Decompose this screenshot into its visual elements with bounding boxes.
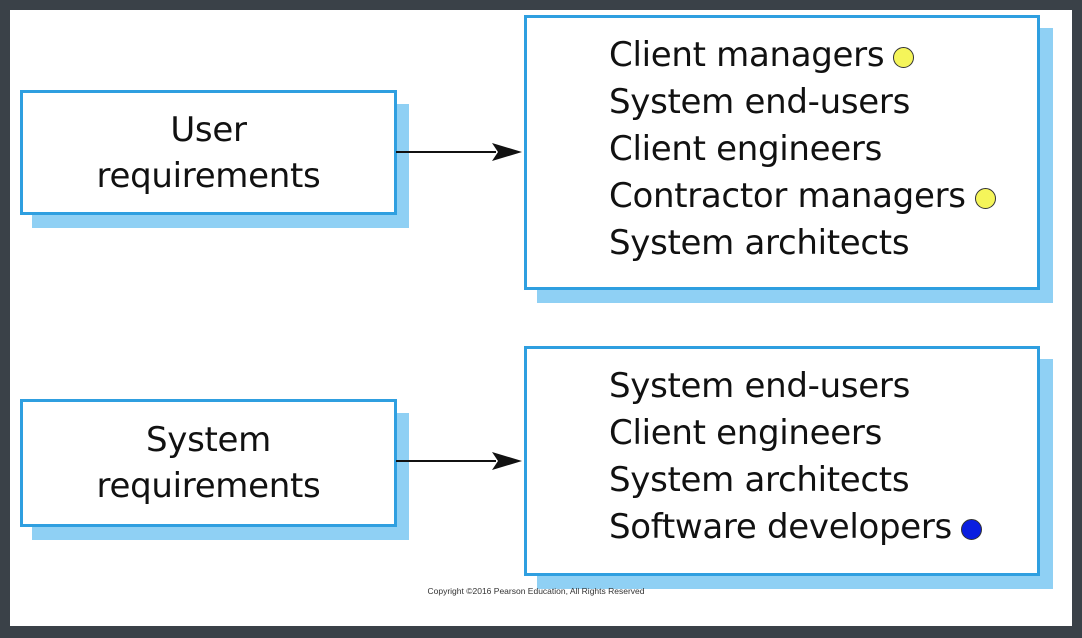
reader-name: System architects (609, 223, 910, 263)
reader-item: Client engineers (609, 410, 982, 457)
system-readers-list: System end-users Client engineers System… (609, 363, 982, 551)
user-requirements-node: User requirements (20, 90, 410, 230)
reader-name: System end-users (609, 366, 910, 406)
blue-dot-icon (960, 519, 982, 540)
user-readers-node: Client managers System end-users Client … (524, 15, 1054, 305)
reader-item: System end-users (609, 363, 982, 410)
system-requirements-label: System requirements (23, 402, 394, 524)
user-requirements-box: User requirements (20, 90, 397, 215)
system-requirements-node: System requirements (20, 399, 410, 544)
yellow-dot-icon (893, 47, 915, 68)
system-requirements-label-line1: System (146, 420, 271, 460)
reader-name: Client engineers (609, 129, 883, 169)
reader-name: System end-users (609, 82, 910, 122)
user-requirements-label: User requirements (23, 93, 394, 212)
reader-name: System architects (609, 460, 910, 500)
reader-item: Client managers (609, 32, 996, 79)
reader-name: Software developers (609, 507, 952, 547)
reader-name: Contractor managers (609, 176, 966, 216)
reader-name: Client engineers (609, 413, 883, 453)
reader-item: Software developers (609, 504, 982, 551)
reader-name: Client managers (609, 35, 885, 75)
reader-item: Client engineers (609, 126, 996, 173)
yellow-dot-icon (974, 188, 996, 209)
copyright-notice: Copyright ©2016 Pearson Education, All R… (427, 586, 645, 596)
user-requirements-label-line2: requirements (96, 155, 321, 196)
system-requirements-box: System requirements (20, 399, 397, 527)
reader-item: System end-users (609, 79, 996, 126)
system-readers-node: System end-users Client engineers System… (524, 346, 1054, 591)
user-readers-box: Client managers System end-users Client … (524, 15, 1040, 290)
reader-item: Contractor managers (609, 173, 996, 220)
reader-item: System architects (609, 457, 982, 504)
system-requirements-arrow (396, 452, 522, 470)
system-requirements-label-line2: requirements (96, 466, 321, 506)
user-readers-list: Client managers System end-users Client … (609, 32, 996, 267)
reader-item: System architects (609, 220, 996, 267)
system-readers-box: System end-users Client engineers System… (524, 346, 1040, 576)
user-requirements-label-line1: User (170, 109, 247, 150)
user-requirements-arrow (396, 143, 522, 161)
